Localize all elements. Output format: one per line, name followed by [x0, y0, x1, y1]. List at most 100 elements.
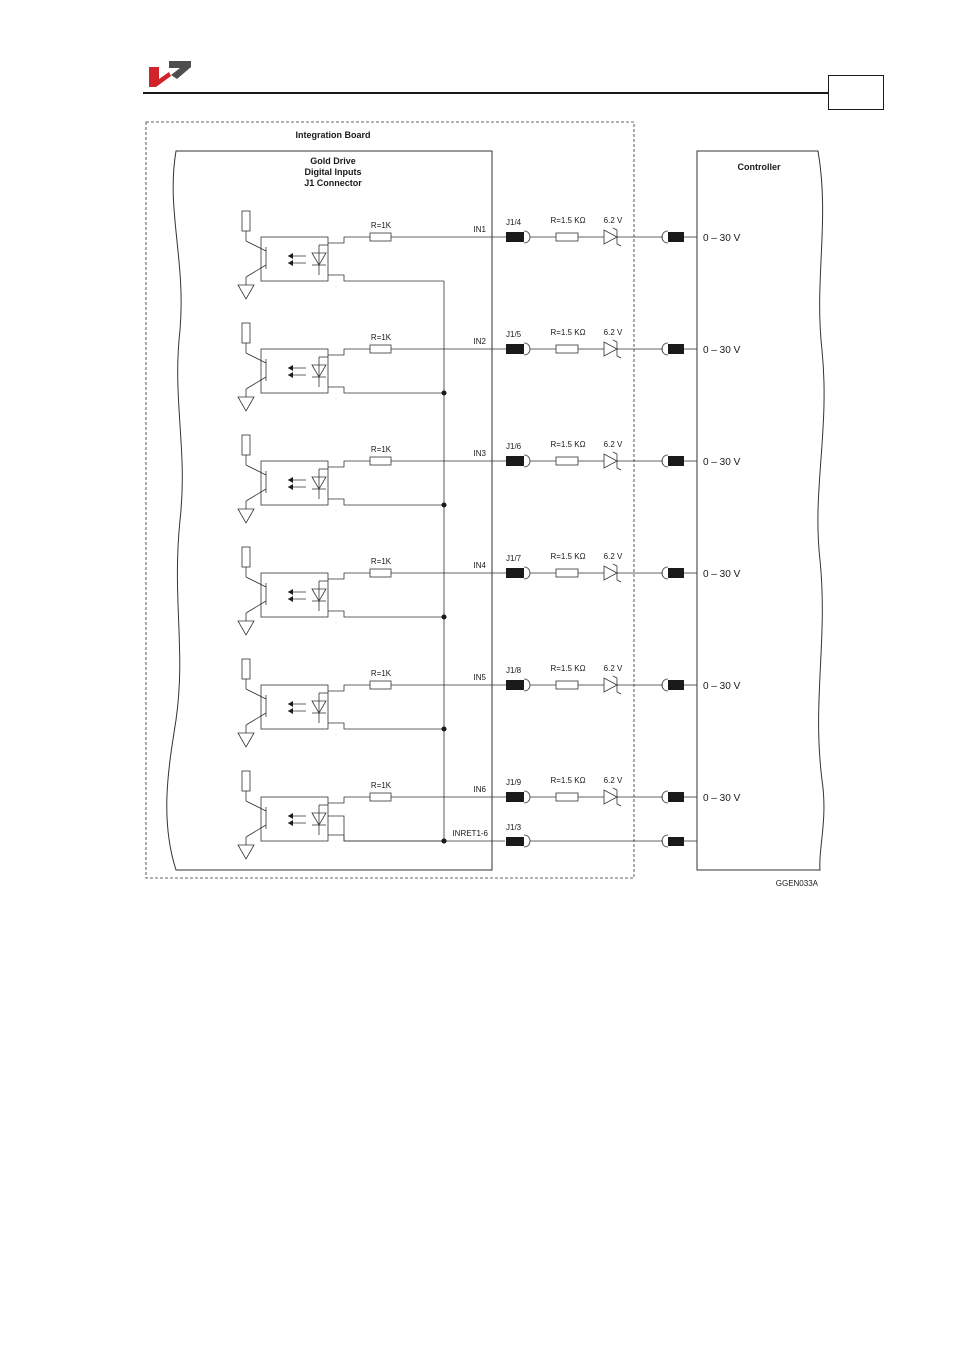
transistor-collector: [245, 464, 267, 476]
transistor-emitter: [245, 824, 267, 838]
pin-connector: [506, 680, 524, 690]
optocoupler-box: [260, 684, 329, 730]
anode-wire: [328, 236, 370, 244]
input-resistor: [369, 344, 392, 354]
figure-code: GGEN033A: [776, 879, 819, 888]
light-arrow-head-1: [288, 365, 293, 371]
cathode-wire: [328, 386, 444, 394]
drive-title-line-2: Digital Inputs: [305, 167, 362, 177]
return-ctrl-connector: [668, 837, 684, 846]
pin-cup: [523, 566, 531, 580]
pin-connector: [506, 232, 524, 242]
pin-connector: [506, 456, 524, 466]
led-icon: [311, 700, 327, 714]
controller-connector: [668, 232, 684, 242]
voltage-label: 0 – 30 V: [703, 345, 741, 356]
pin-label: J1/4: [506, 218, 522, 227]
controller-cup: [661, 678, 669, 692]
header-rule: [143, 92, 828, 94]
cathode-wire: [328, 722, 444, 730]
input-resistor-label: R=1K: [371, 781, 392, 790]
transistor-emitter: [245, 712, 267, 726]
zener-label: 6.2 V: [604, 440, 623, 449]
voltage-label: 0 – 30 V: [703, 569, 741, 580]
light-arrow-head-2: [288, 484, 293, 490]
pin-label: J1/5: [506, 330, 522, 339]
controller-cup: [661, 454, 669, 468]
transistor-emitter: [245, 376, 267, 390]
zener-label: 6.2 V: [604, 552, 623, 561]
ground-icon: [237, 508, 255, 524]
return-junction: [441, 838, 447, 844]
ground-icon: [237, 284, 255, 300]
anode-wire: [328, 572, 370, 580]
light-arrow-head-2: [288, 596, 293, 602]
controller-box: [696, 150, 825, 871]
return-ctrl-cup: [661, 834, 669, 848]
pullup-resistor: [241, 434, 251, 456]
integration-board-frame: [145, 121, 635, 879]
signal-label: IN6: [474, 785, 487, 794]
series-resistor: [555, 792, 579, 802]
pin-cup: [523, 790, 531, 804]
signal-label: IN1: [474, 225, 487, 234]
controller-cup: [661, 230, 669, 244]
return-junction: [441, 726, 447, 732]
light-arrow-head-2: [288, 708, 293, 714]
input-resistor: [369, 792, 392, 802]
logo-gray-mark: [169, 61, 191, 79]
signal-label: IN3: [474, 449, 487, 458]
zener-diode-icon: [603, 453, 618, 469]
cathode-wire: [328, 834, 444, 842]
pin-cup: [523, 678, 531, 692]
ground-icon: [237, 396, 255, 412]
light-arrow-head-1: [288, 701, 293, 707]
voltage-label: 0 – 30 V: [703, 233, 741, 244]
page-header: [0, 0, 955, 120]
company-logo-icon: [149, 61, 191, 87]
ground-icon: [237, 620, 255, 636]
led-icon: [311, 476, 327, 490]
return-pin-cup: [523, 834, 531, 848]
led-icon: [311, 252, 327, 266]
zener-label: 6.2 V: [604, 328, 623, 337]
series-resistor-label: R=1.5 KΩ: [550, 664, 585, 673]
optocoupler-box: [260, 572, 329, 618]
optocoupler-box: [260, 796, 329, 842]
controller-connector: [668, 344, 684, 354]
return-pin-label: J1/3: [506, 823, 522, 832]
pullup-resistor: [241, 322, 251, 344]
input-resistor-label: R=1K: [371, 557, 392, 566]
signal-label: IN2: [474, 337, 487, 346]
led-icon: [311, 812, 327, 826]
input-resistor: [369, 680, 392, 690]
signal-label: IN4: [474, 561, 487, 570]
controller-cup: [661, 342, 669, 356]
pin-cup: [523, 342, 531, 356]
page-number-box: [828, 75, 884, 110]
series-resistor: [555, 232, 579, 242]
return-pin-connector: [506, 837, 524, 846]
gold-drive-box: [166, 150, 493, 871]
ground-icon: [237, 732, 255, 748]
series-resistor-label: R=1.5 KΩ: [550, 440, 585, 449]
input-resistor-label: R=1K: [371, 221, 392, 230]
light-arrow-head-2: [288, 820, 293, 826]
controller-connector: [668, 680, 684, 690]
input-resistor-label: R=1K: [371, 333, 392, 342]
led-icon: [311, 588, 327, 602]
controller-cup: [661, 566, 669, 580]
channel-2: R=1K IN2 J1/5 R=1.5 KΩ 6.2 V 0 – 30 V: [237, 322, 741, 412]
cathode-wire: [328, 274, 444, 282]
pullup-resistor: [241, 658, 251, 680]
led-icon: [311, 364, 327, 378]
controller-label: Controller: [737, 162, 780, 172]
light-arrow-head-1: [288, 813, 293, 819]
pin-cup: [523, 454, 531, 468]
light-arrow-head-1: [288, 477, 293, 483]
zener-diode-icon: [603, 341, 618, 357]
pin-connector: [506, 344, 524, 354]
series-resistor-label: R=1.5 KΩ: [550, 328, 585, 337]
